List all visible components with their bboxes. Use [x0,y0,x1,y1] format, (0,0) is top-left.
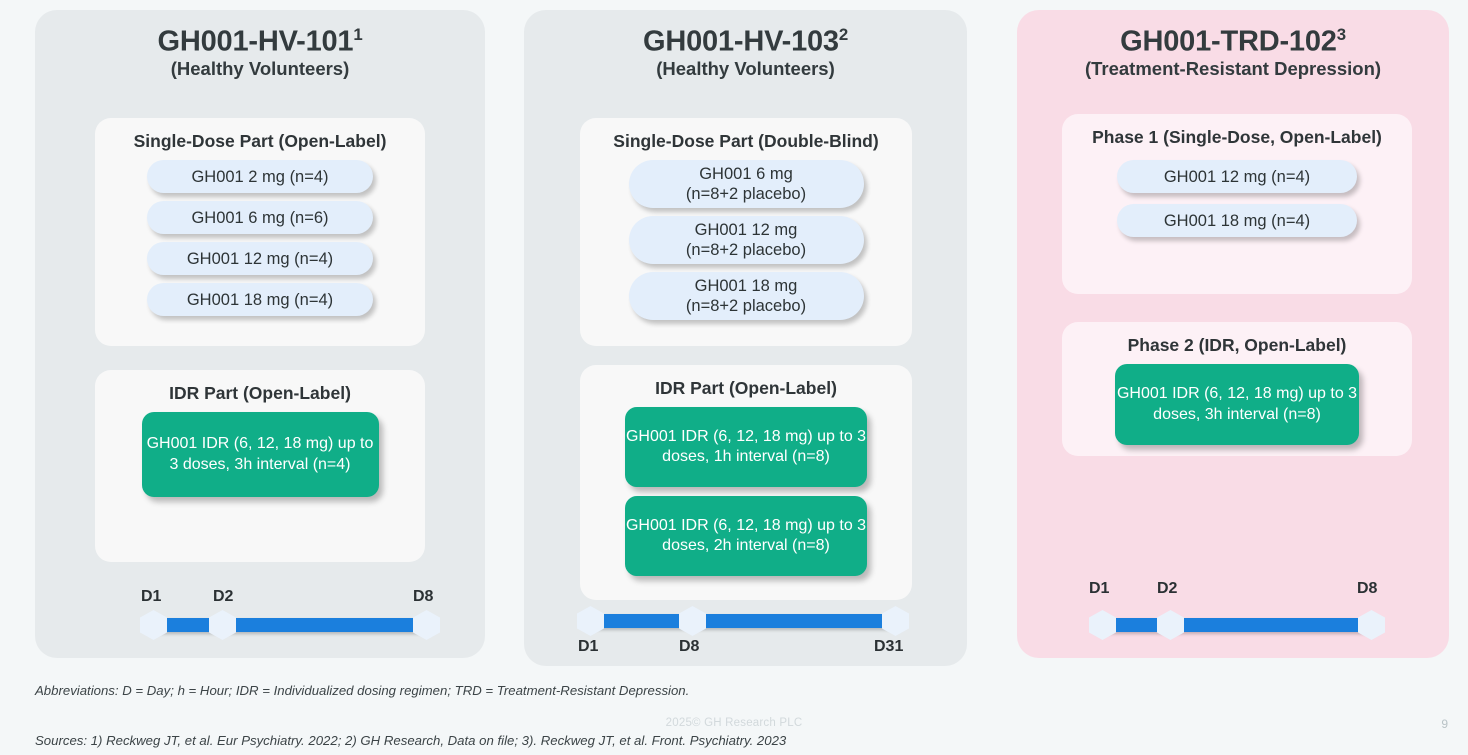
column-title: GH001-HV-1032 (Healthy Volunteers) [524,10,967,79]
dose-pill-list: GH001 6 mg (n=8+2 placebo) GH001 12 mg (… [580,160,912,321]
dose-pill[interactable]: GH001 12 mg (n=8+2 placebo) [628,216,864,265]
column-title-main: GH001-TRD-1023 [1120,25,1346,58]
page-number: 9 [1441,717,1448,731]
timeline-gh001-trd-102: D1 D2 D8 [1067,580,1417,640]
panel-idr-open-label: IDR Part (Open-Label) GH001 IDR (6, 12, … [580,365,912,600]
study-design-board: GH001-HV-1011 (Healthy Volunteers) Singl… [35,10,1449,666]
panel-idr-open-label: IDR Part (Open-Label) GH001 IDR (6, 12, … [95,370,425,562]
study-column-gh001-hv-103: GH001-HV-1032 (Healthy Volunteers) Singl… [524,10,967,666]
timeline-label: D31 [874,638,904,655]
dose-pill[interactable]: GH001 6 mg (n=8+2 placebo) [628,160,864,209]
timeline-node-d2[interactable] [209,610,236,640]
dose-pill[interactable]: GH001 12 mg (n=4) [147,242,373,276]
timeline-label: D1 [141,588,162,605]
timeline-label: D1 [1089,580,1110,597]
panel-title: Single-Dose Part (Double-Blind) [613,131,879,151]
timeline-bar [584,614,902,628]
column-title-subtitle: (Healthy Volunteers) [656,57,835,79]
dose-pill-list: GH001 2 mg (n=4) GH001 6 mg (n=6) GH001 … [95,160,425,317]
panel-title: Phase 1 (Single-Dose, Open-Label) [1092,127,1382,147]
idr-regimen-box[interactable]: GH001 IDR (6, 12, 18 mg) up to 3 doses, … [625,407,867,488]
panel-title: IDR Part (Open-Label) [169,383,351,403]
idr-box-list: GH001 IDR (6, 12, 18 mg) up to 3 doses, … [1062,364,1412,446]
timeline-label: D8 [1357,580,1378,597]
study-column-gh001-trd-102: GH001-TRD-1023 (Treatment-Resistant Depr… [1017,10,1449,658]
timeline-node-d1[interactable] [140,610,167,640]
column-title: GH001-TRD-1023 (Treatment-Resistant Depr… [1017,10,1449,79]
dose-pill[interactable]: GH001 18 mg (n=4) [147,283,373,317]
panel-phase-1-single-dose: Phase 1 (Single-Dose, Open-Label) GH001 … [1062,114,1412,294]
panel-title: Single-Dose Part (Open-Label) [133,131,387,151]
panel-single-dose-double-blind: Single-Dose Part (Double-Blind) GH001 6 … [580,118,912,346]
dose-pill[interactable]: GH001 2 mg (n=4) [147,160,373,194]
column-title-main: GH001-HV-1032 [642,25,849,58]
timeline-node-d8[interactable] [1358,610,1385,640]
panel-title: Phase 2 (IDR, Open-Label) [1127,335,1347,355]
column-title-superscript: 1 [353,25,363,44]
column-title-main: GH001-HV-1011 [157,25,363,58]
dose-pill[interactable]: GH001 18 mg (n=4) [1117,204,1357,238]
timeline-bar [1096,618,1378,632]
column-title-subtitle: (Healthy Volunteers) [170,57,350,79]
timeline-node-d1[interactable] [577,606,604,636]
timeline-label: D8 [413,588,434,605]
timeline-gh001-hv-103: D1 D8 D31 [564,605,924,660]
timeline-node-d8[interactable] [679,606,706,636]
column-title-superscript: 3 [1336,25,1346,44]
timeline-node-d2[interactable] [1157,610,1184,640]
timeline-gh001-hv-101: D1 D2 D8 [107,588,447,640]
timeline-node-d1[interactable] [1089,610,1116,640]
idr-box-list: GH001 IDR (6, 12, 18 mg) up to 3 doses, … [580,407,912,577]
timeline-node-d31[interactable] [882,606,909,636]
panel-phase-2-idr: Phase 2 (IDR, Open-Label) GH001 IDR (6, … [1062,322,1412,456]
panel-title: IDR Part (Open-Label) [655,378,837,398]
timeline-label: D1 [578,638,599,655]
idr-box-list: GH001 IDR (6, 12, 18 mg) up to 3 doses, … [95,412,425,498]
dose-pill[interactable]: GH001 6 mg (n=6) [147,201,373,235]
idr-regimen-box[interactable]: GH001 IDR (6, 12, 18 mg) up to 3 doses, … [141,412,379,498]
idr-regimen-box[interactable]: GH001 IDR (6, 12, 18 mg) up to 3 doses, … [625,496,867,577]
timeline-label: D2 [1157,580,1178,597]
timeline-bar [147,618,433,632]
column-title-superscript: 2 [838,25,849,44]
panel-single-dose-open-label: Single-Dose Part (Open-Label) GH001 2 mg… [95,118,425,346]
idr-regimen-box[interactable]: GH001 IDR (6, 12, 18 mg) up to 3 doses, … [1115,364,1359,446]
study-column-gh001-hv-101: GH001-HV-1011 (Healthy Volunteers) Singl… [35,10,485,658]
column-title: GH001-HV-1011 (Healthy Volunteers) [35,10,485,79]
dose-pill[interactable]: GH001 18 mg (n=8+2 placebo) [628,272,864,321]
timeline-label: D2 [213,588,234,605]
column-title-subtitle: (Treatment-Resistant Depression) [1084,57,1382,79]
abbreviations-note: Abbreviations: D = Day; h = Hour; IDR = … [35,683,690,698]
timeline-node-d8[interactable] [413,610,440,640]
sources-note: Sources: 1) Reckweg JT, et al. Eur Psych… [35,733,787,748]
copyright-note: 2025© GH Research PLC [665,717,803,729]
timeline-label: D8 [679,638,700,655]
dose-pill-list: GH001 12 mg (n=4) GH001 18 mg (n=4) [1062,160,1412,238]
dose-pill[interactable]: GH001 12 mg (n=4) [1117,160,1357,194]
